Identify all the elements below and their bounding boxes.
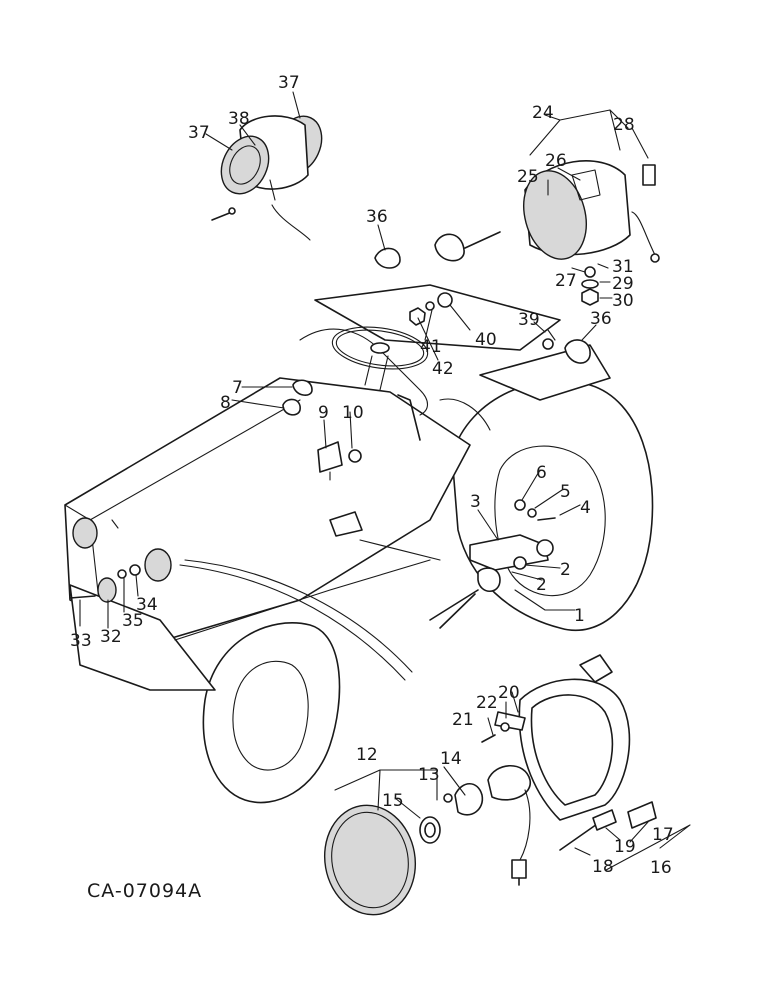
callout-31: 31 <box>612 257 634 277</box>
callout-34: 34 <box>136 595 158 615</box>
callout-37-left: 37 <box>188 123 210 143</box>
callout-18: 18 <box>592 857 614 877</box>
fender-lamp-right[interactable] <box>564 339 591 364</box>
callout-32: 32 <box>100 627 122 647</box>
callout-2a: 2 <box>560 560 571 580</box>
callout-17: 17 <box>652 825 674 845</box>
rear-work-lamp[interactable] <box>211 109 331 241</box>
callout-42: 42 <box>432 359 454 379</box>
callout-40: 40 <box>475 330 497 350</box>
callout-4: 4 <box>580 498 591 518</box>
callout-7: 7 <box>232 378 243 398</box>
callout-36-left: 36 <box>366 207 388 227</box>
callout-21: 21 <box>452 710 474 730</box>
callout-labels: 37 37 38 24 28 26 25 27 31 29 30 36 36 3… <box>70 73 674 878</box>
callout-5: 5 <box>560 482 571 502</box>
callout-26: 26 <box>545 151 567 171</box>
callout-27: 27 <box>555 271 577 291</box>
wiring-clip <box>329 511 363 537</box>
callout-10: 10 <box>342 403 364 423</box>
head-lamp-upper[interactable] <box>514 160 660 306</box>
front-lamp-left[interactable] <box>69 517 172 603</box>
callout-1: 1 <box>574 606 585 626</box>
callout-19: 19 <box>614 837 636 857</box>
callout-41: 41 <box>420 337 442 357</box>
callout-39: 39 <box>518 310 540 330</box>
callout-28: 28 <box>613 115 635 135</box>
indicator-lamps-7-8[interactable] <box>282 379 313 416</box>
callout-35: 35 <box>122 611 144 631</box>
callout-29: 29 <box>612 274 634 294</box>
callout-14: 14 <box>440 749 462 769</box>
callout-6: 6 <box>536 463 547 483</box>
callout-33: 33 <box>70 631 92 651</box>
callout-20: 20 <box>498 683 520 703</box>
callout-9: 9 <box>318 403 329 423</box>
fender-lamp-left[interactable] <box>374 247 401 269</box>
callout-16: 16 <box>650 858 672 878</box>
small-parts-40-42 <box>409 292 556 350</box>
callout-36-right: 36 <box>590 309 612 329</box>
callout-30: 30 <box>612 291 634 311</box>
callout-12: 12 <box>356 745 378 765</box>
callout-24: 24 <box>532 103 554 123</box>
callout-22: 22 <box>476 693 498 713</box>
flood-lamp-top[interactable] <box>434 231 501 262</box>
callout-15: 15 <box>382 791 404 811</box>
callout-2b: 2 <box>536 575 547 595</box>
leader-lines <box>79 91 691 871</box>
callout-3: 3 <box>470 492 481 512</box>
callout-38: 38 <box>228 109 250 129</box>
callout-13: 13 <box>418 765 440 785</box>
switch-9-10[interactable] <box>317 441 362 481</box>
head-lamp-exploded[interactable] <box>316 654 657 922</box>
steering-wheel[interactable] <box>330 322 431 391</box>
switch-bracket[interactable] <box>429 499 556 629</box>
figure-code: CA-07094A <box>87 880 202 902</box>
front-tire <box>202 622 341 804</box>
callout-25: 25 <box>517 167 539 187</box>
callout-37-top: 37 <box>278 73 300 93</box>
callout-8: 8 <box>220 393 231 413</box>
